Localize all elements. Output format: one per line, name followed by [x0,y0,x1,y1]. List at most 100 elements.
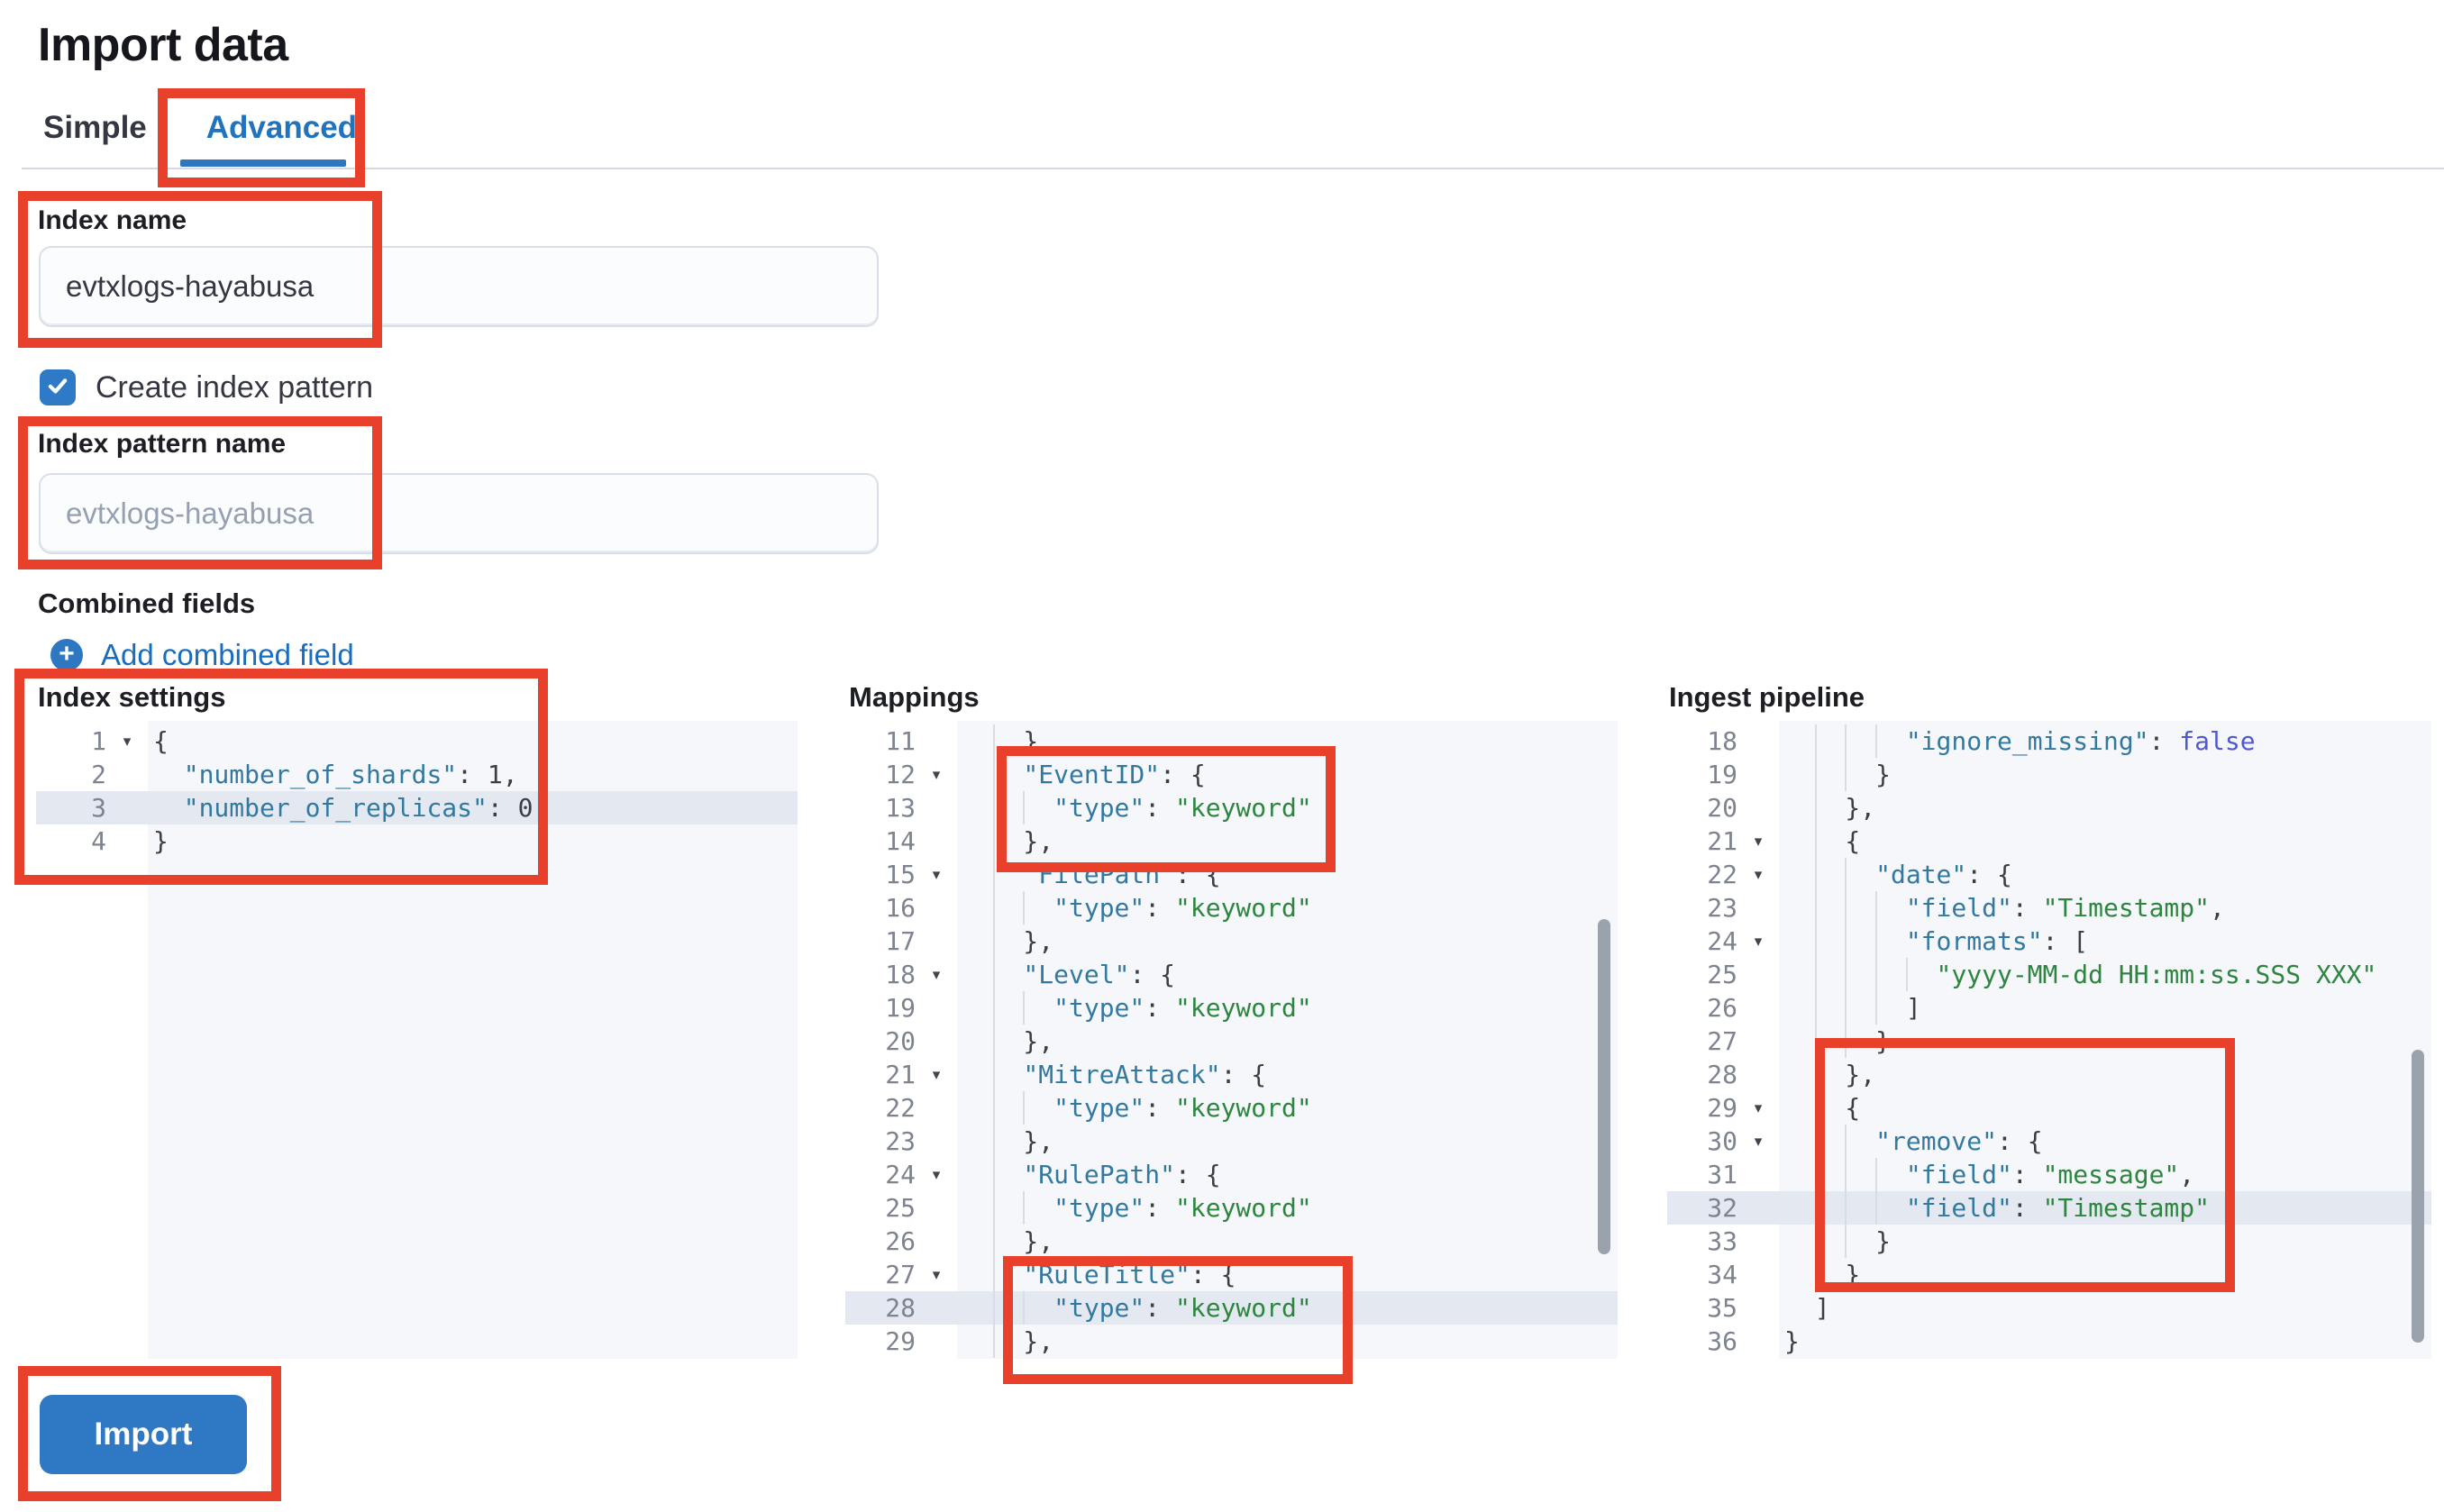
code-line: 21▾ "MitreAttack": { [845,1058,1618,1091]
fold-arrow-icon[interactable]: ▾ [932,966,941,983]
code-text: } [153,826,169,856]
line-number: 26 [1707,993,1737,1023]
code-line: 27 } [1667,1025,2431,1058]
code-line: 26 ] [1667,991,2431,1025]
code-line: 16 "type": "keyword" [845,891,1618,925]
code-line: 20 }, [1667,791,2431,824]
line-number: 36 [1707,1326,1737,1356]
indent-guide [1815,991,1846,1025]
indent-guide [993,1125,1024,1158]
add-combined-field-link[interactable]: + Add combined field [50,638,354,672]
fold-arrow-icon[interactable]: ▾ [1754,1133,1763,1150]
index-name-label: Index name [38,205,187,235]
fold-spacer [1741,724,1775,758]
indent-guide [1815,1225,1846,1258]
line-number: 22 [885,1093,916,1123]
index-settings-editor[interactable]: 1▾{2 "number_of_shards": 1,3 "number_of_… [36,721,798,1359]
code-line: 34 } [1667,1258,2431,1291]
indent-guide [993,1225,1024,1258]
fold-spacer [1741,758,1775,791]
indent-guide [1875,991,1906,1025]
fold-spacer [919,824,953,858]
fold-arrow-icon[interactable]: ▾ [1754,933,1763,950]
code-text: }, [953,925,1618,958]
line-number: 33 [1707,1226,1737,1256]
line-number: 1 [91,726,106,756]
line-number: 22 [1707,860,1737,889]
line-number: 4 [91,826,106,856]
code-text: "ignore_missing": false [1775,724,2431,758]
fold-spacer [919,1325,953,1358]
indent-guide [1845,1225,1875,1258]
indent-guide [993,1091,1024,1125]
code-line: 18 "ignore_missing": false [1667,724,2431,758]
fold-spacer [1741,1025,1775,1058]
index-name-input[interactable] [39,246,879,327]
code-text: ] [1775,991,2431,1025]
fold-spacer [1741,1191,1775,1225]
indent-guide [1845,958,1875,991]
line-number: 19 [885,993,916,1023]
line-number: 15 [885,860,916,889]
fold-arrow-icon[interactable]: ▾ [1754,866,1763,883]
indent-guide [1845,891,1875,925]
indent-guide [993,891,1024,925]
fold-arrow-icon[interactable]: ▾ [932,1066,941,1083]
fold-arrow-icon[interactable]: ▾ [932,866,941,883]
code-text: "Level": { [953,958,1618,991]
indent-guide [1845,1191,1875,1225]
fold-arrow-icon[interactable]: ▾ [1754,833,1763,850]
create-index-pattern-checkbox[interactable] [40,369,76,405]
code-text: "MitreAttack": { [953,1058,1618,1091]
indent-guide [993,824,1024,858]
line-number: 28 [885,1293,916,1323]
index-pattern-name-input[interactable] [39,473,879,554]
import-button[interactable]: Import [40,1395,247,1474]
fold-arrow-icon[interactable]: ▾ [932,766,941,783]
indent-guide [1875,724,1906,758]
line-number: 34 [1707,1260,1737,1289]
mappings-scrollbar-thumb[interactable] [1598,919,1610,1254]
line-number: 23 [1707,893,1737,923]
fold-spacer [110,824,144,858]
add-combined-field-label: Add combined field [101,638,354,671]
tab-advanced[interactable]: Advanced [205,105,359,169]
line-number: 23 [885,1126,916,1156]
line-number: 24 [885,1160,916,1189]
ingest-pipeline-scrollbar-thumb[interactable] [2412,1050,2424,1343]
editor-gutter [845,721,957,1359]
code-line: 26 }, [845,1225,1618,1258]
code-line: 22▾ "date": { [1667,858,2431,891]
indent-guide [1023,1091,1053,1125]
code-text: }, [953,1125,1618,1158]
indent-guide [993,1258,1024,1291]
line-number: 14 [885,826,916,856]
indent-guide [1875,925,1906,958]
code-text: "formats": [ [1775,925,2431,958]
indent-guide [993,925,1024,958]
code-line: 30▾ "remove": { [1667,1125,2431,1158]
indent-guide [1845,925,1875,958]
mappings-editor[interactable]: 11 },12▾ "EventID": {13 "type": "keyword… [845,721,1618,1359]
code-line: 32 "field": "Timestamp" [1667,1191,2431,1225]
line-number: 31 [1707,1160,1737,1189]
indent-guide [993,1291,1024,1325]
code-line: 23 "field": "Timestamp", [1667,891,2431,925]
line-number: 35 [1707,1293,1737,1323]
code-text: "remove": { [1775,1125,2431,1158]
fold-arrow-icon[interactable]: ▾ [123,733,132,750]
fold-arrow-icon[interactable]: ▾ [1754,1099,1763,1116]
code-text: { [1775,1091,2431,1125]
fold-arrow-icon[interactable]: ▾ [932,1166,941,1183]
code-line: 24▾ "RulePath": { [845,1158,1618,1191]
fold-spacer [919,1291,953,1325]
code-line: 1▾{ [36,724,798,758]
fold-spacer [110,758,144,791]
tab-simple[interactable]: Simple [41,105,149,169]
fold-arrow-icon[interactable]: ▾ [932,1266,941,1283]
code-line: 28 "type": "keyword" [845,1291,1618,1325]
fold-spacer [919,1225,953,1258]
code-line: 19 "type": "keyword" [845,991,1618,1025]
code-line: 25 "yyyy-MM-dd HH:mm:ss.SSS XXX" [1667,958,2431,991]
